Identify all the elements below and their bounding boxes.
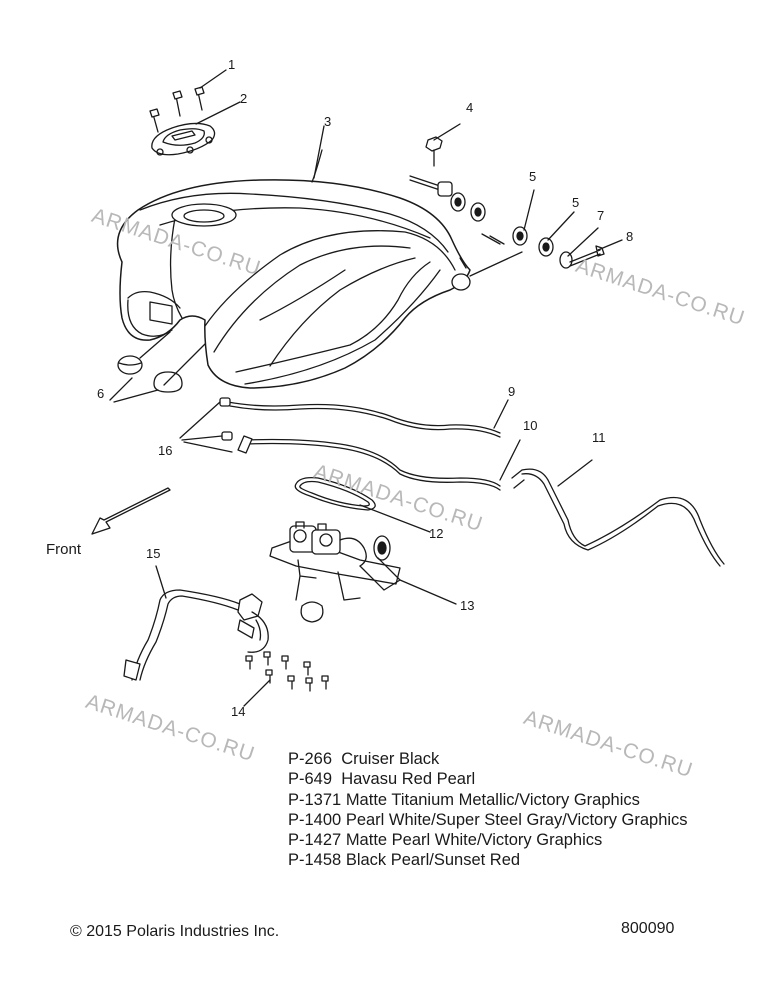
part-15-fuel-hose — [123, 565, 269, 681]
part-2-fuel-cap — [151, 122, 216, 156]
callout-14: 14 — [231, 704, 246, 719]
part-14-screws — [243, 651, 329, 707]
part-6-grommets — [109, 331, 206, 403]
color-code: P-649 — [288, 770, 333, 789]
callout-5a: 5 — [529, 169, 537, 184]
color-options-list: P-266 Cruiser Black P-649 Havasu Red Pea… — [288, 749, 688, 871]
callout-13: 13 — [460, 598, 475, 613]
callout-8: 8 — [626, 229, 634, 244]
copyright-notice: © 2015 Polaris Industries Inc. — [70, 923, 280, 940]
color-name: Pearl White/Super Steel Gray/Victory Gra… — [345, 810, 688, 829]
callout-6: 6 — [97, 386, 105, 401]
part-12-gasket — [294, 476, 431, 533]
color-option: P-1371 Matte Titanium Metallic/Victory G… — [288, 790, 688, 810]
callout-7: 7 — [597, 208, 605, 223]
callout-leader-lines — [195, 69, 325, 179]
callout-11: 11 — [592, 430, 606, 445]
color-option: P-266 Cruiser Black — [288, 749, 688, 769]
color-code: P-1427 — [288, 831, 342, 850]
part-11-vent-tube — [511, 459, 725, 567]
callout-3: 3 — [324, 114, 332, 129]
color-option: P-1427 Matte Pearl White/Victory Graphic… — [288, 830, 688, 850]
callout-5b: 5 — [572, 195, 580, 210]
front-direction-arrow — [91, 487, 171, 535]
part-9-10-16-fuel-lines — [179, 397, 521, 491]
color-name: Matte Pearl White/Victory Graphics — [345, 831, 603, 850]
document-number: 800090 — [621, 920, 675, 937]
color-name: Havasu Red Pearl — [341, 770, 476, 789]
callout-9: 9 — [508, 384, 516, 399]
part-4-bolt — [425, 123, 461, 167]
part-5-7-8-mount-hardware — [409, 175, 623, 269]
callout-1: 1 — [228, 57, 236, 72]
color-name: Black Pearl/Sunset Red — [345, 851, 521, 870]
front-label: Front — [46, 541, 82, 558]
callout-4: 4 — [466, 100, 474, 115]
color-code: P-1371 — [288, 790, 342, 809]
color-option: P-1400 Pearl White/Super Steel Gray/Vict… — [288, 810, 688, 830]
callout-12: 12 — [429, 526, 444, 541]
color-name: Matte Titanium Metallic/Victory Graphics — [345, 790, 640, 809]
callout-10: 10 — [523, 418, 538, 433]
color-code: P-1400 — [288, 810, 342, 829]
callout-2: 2 — [240, 91, 248, 106]
color-code: P-266 — [288, 750, 333, 768]
part-13-fuel-pump — [269, 521, 457, 623]
callout-16: 16 — [158, 443, 173, 458]
color-name: Cruiser Black — [341, 750, 440, 768]
color-option: P-649 Havasu Red Pearl — [288, 769, 688, 789]
color-option: P-1458 Black Pearl/Sunset Red — [288, 850, 688, 870]
callout-15: 15 — [146, 546, 161, 561]
color-code: P-1458 — [288, 851, 342, 870]
part-3-fuel-tank — [116, 149, 523, 389]
